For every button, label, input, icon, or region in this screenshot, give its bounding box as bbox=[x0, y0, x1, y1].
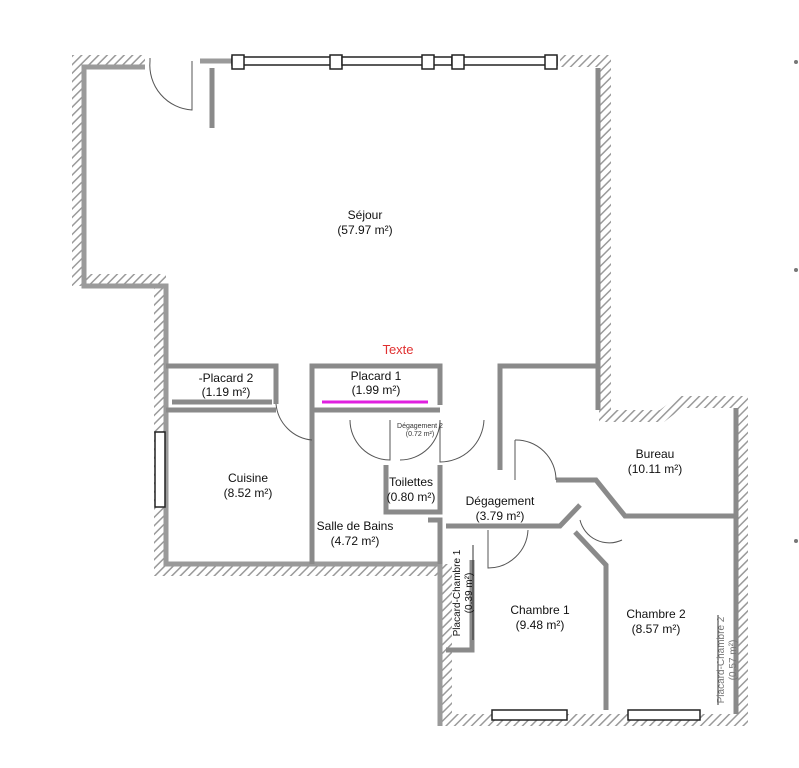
door bbox=[514, 439, 557, 481]
room-chambre-1: Chambre 1 (9.48 m²) bbox=[510, 603, 570, 632]
room-sejour: Séjour (57.97 m²) bbox=[337, 208, 392, 237]
svg-text:Chambre 1: Chambre 1 bbox=[510, 603, 570, 617]
room-degagement: Dégagement (3.79 m²) bbox=[466, 494, 535, 523]
room-placard-1: Placard 1 (1.99 m²) bbox=[351, 369, 402, 397]
wall-segment bbox=[166, 363, 279, 404]
wall-segment bbox=[573, 530, 609, 710]
svg-text:Dégagement 2: Dégagement 2 bbox=[397, 423, 443, 430]
svg-text:(0.39 m²): (0.39 m²) bbox=[464, 573, 475, 614]
svg-text:(8.52 m²): (8.52 m²) bbox=[224, 486, 273, 500]
svg-text:Dégagement: Dégagement bbox=[466, 494, 535, 508]
svg-text:(0.72 m²): (0.72 m²) bbox=[406, 431, 434, 438]
door bbox=[399, 419, 441, 461]
svg-text:Placard-Chambre 1: Placard-Chambre 1 bbox=[452, 549, 463, 636]
svg-text:Bureau: Bureau bbox=[636, 447, 675, 461]
room-placard-chambre-1: Placard-Chambre 1 (0.39 m²) bbox=[452, 549, 475, 636]
wall-segment bbox=[383, 465, 443, 515]
wall-segment bbox=[446, 560, 475, 653]
wall-segment bbox=[428, 517, 443, 564]
svg-text:Placard 1: Placard 1 bbox=[351, 369, 402, 383]
window bbox=[627, 709, 701, 721]
wall-segment bbox=[556, 477, 736, 519]
svg-text:(57.97 m²): (57.97 m²) bbox=[337, 223, 392, 237]
room-cuisine: Cuisine (8.52 m²) bbox=[224, 471, 273, 500]
svg-text:Chambre 2: Chambre 2 bbox=[626, 607, 686, 621]
svg-text:(10.11 m²): (10.11 m²) bbox=[628, 462, 682, 476]
wall-segment bbox=[446, 503, 582, 529]
svg-text:Placard-Chambre 2: Placard-Chambre 2 bbox=[716, 616, 727, 703]
wall-segment bbox=[309, 363, 443, 440]
room-placard-chambre-2: Placard-Chambre 2 (0.57 m²) bbox=[716, 616, 739, 703]
room-degagement-2: Dégagement 2 (0.72 m²) bbox=[397, 423, 443, 438]
svg-text:Séjour: Séjour bbox=[348, 208, 383, 222]
svg-text:(0.57 m²): (0.57 m²) bbox=[728, 640, 739, 681]
svg-text:(1.19 m²): (1.19 m²) bbox=[202, 385, 251, 399]
svg-text:(9.48 m²): (9.48 m²) bbox=[516, 618, 565, 632]
svg-text:Cuisine: Cuisine bbox=[228, 471, 268, 485]
door bbox=[349, 419, 391, 461]
overlay-text: Texte bbox=[382, 342, 413, 357]
outer-wall bbox=[72, 55, 748, 726]
room-placard-2: -Placard 2 (1.19 m²) bbox=[199, 371, 254, 399]
room-bureau: Bureau (10.11 m²) bbox=[628, 447, 682, 476]
svg-text:Toilettes: Toilettes bbox=[389, 475, 433, 489]
door bbox=[487, 529, 529, 569]
entry-door bbox=[149, 58, 193, 111]
svg-text:Salle de Bains: Salle de Bains bbox=[317, 519, 394, 533]
svg-text:(3.79 m²): (3.79 m²) bbox=[476, 509, 525, 523]
bullet-icon bbox=[794, 539, 798, 543]
room-toilettes: Toilettes (0.80 m²) bbox=[387, 475, 436, 504]
door bbox=[439, 419, 485, 463]
room-chambre-2: Chambre 2 (8.57 m²) bbox=[626, 607, 686, 636]
window bbox=[154, 431, 166, 508]
svg-text:(0.80 m²): (0.80 m²) bbox=[387, 490, 436, 504]
door bbox=[275, 403, 313, 441]
room-salle-de-bains: Salle de Bains (4.72 m²) bbox=[317, 519, 394, 548]
svg-text:(8.57 m²): (8.57 m²) bbox=[632, 622, 681, 636]
window bbox=[231, 54, 558, 70]
svg-text:(4.72 m²): (4.72 m²) bbox=[331, 534, 380, 548]
bullet-icon bbox=[794, 268, 798, 272]
bullet-icon bbox=[794, 60, 798, 64]
window bbox=[491, 709, 568, 721]
door bbox=[579, 519, 623, 544]
svg-text:(1.99 m²): (1.99 m²) bbox=[352, 383, 401, 397]
svg-text:-Placard 2: -Placard 2 bbox=[199, 371, 254, 385]
